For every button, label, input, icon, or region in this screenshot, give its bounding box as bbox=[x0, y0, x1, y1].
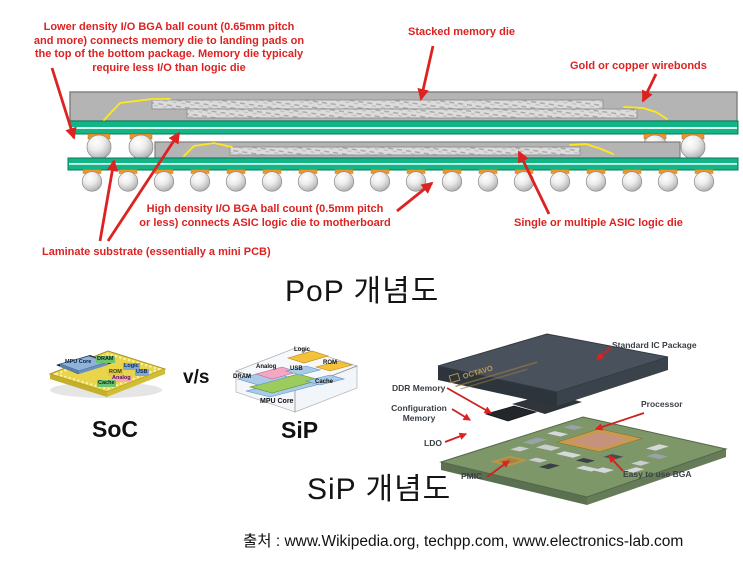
pop-cross-section bbox=[50, 45, 739, 242]
sip-title: SiP 개념도 bbox=[307, 473, 452, 506]
sip-rom-plate bbox=[314, 360, 354, 372]
vs-label: v/s bbox=[183, 367, 210, 388]
annotation-high-density: High density I/O BGA ball count (0.5mm p… bbox=[139, 203, 391, 229]
soc-block-logic: Logic bbox=[123, 363, 140, 370]
wirebonds bbox=[103, 98, 668, 157]
annotation-stacked-memory: Stacked memory die bbox=[408, 26, 515, 38]
sip-block-cache: Cache bbox=[315, 379, 334, 385]
label-standard-ic-package: Standard IC Package bbox=[612, 340, 697, 350]
soc-block-rom: ROM bbox=[108, 369, 123, 376]
soc-block-mpu: MPU Core bbox=[65, 359, 92, 365]
memory-die-upper bbox=[151, 99, 604, 110]
small-bga-balls bbox=[81, 171, 715, 192]
sip-block-mpu: MPU Core bbox=[260, 398, 294, 405]
label-ddr-memory: DDR Memory bbox=[392, 383, 446, 393]
pcb-board bbox=[439, 416, 728, 498]
sip-cache-plate bbox=[304, 374, 346, 386]
soc-block-cache: Cache bbox=[97, 380, 116, 387]
soc-block-dram: DRAM bbox=[96, 356, 115, 363]
annotation-lower-density: Lower density I/O BGA ball count (0.65mm… bbox=[33, 21, 305, 74]
soc-illustration bbox=[48, 350, 167, 398]
sip-block-rom: ROM bbox=[323, 360, 337, 366]
annotation-arrows bbox=[50, 45, 658, 242]
label-easy-bga: Easy to use BGA bbox=[623, 469, 692, 479]
asic-die bbox=[229, 146, 581, 156]
sip-block-logic: Logic bbox=[294, 347, 310, 353]
annotation-wirebonds: Gold or copper wirebonds bbox=[570, 60, 707, 72]
label-configuration-memory: Configuration Memory bbox=[391, 403, 447, 423]
label-pmic: PMIC bbox=[461, 471, 483, 481]
soc-block-analog: Analog bbox=[111, 375, 132, 382]
sip-module-photo: OCTAVO bbox=[437, 333, 728, 505]
sip-block-dram: DRAM bbox=[233, 374, 251, 380]
sip-block-analog: Analog bbox=[256, 364, 277, 370]
label-ldo: LDO bbox=[424, 438, 442, 448]
sip-illustration bbox=[234, 346, 359, 413]
ddr-chip bbox=[484, 405, 538, 422]
top-substrate-pads bbox=[87, 133, 705, 140]
sip-usb-plate bbox=[284, 365, 322, 376]
soc-block-usb: USB bbox=[135, 369, 149, 376]
sip-caption: SiP bbox=[281, 417, 319, 443]
pop-title: PoP 개념도 bbox=[285, 275, 440, 308]
source-credit: 출처 : www.Wikipedia.org, techpp.com, www.… bbox=[243, 533, 684, 550]
annotation-laminate: Laminate substrate (essentially a mini P… bbox=[42, 246, 271, 258]
soc-caption: SoC bbox=[92, 416, 138, 442]
sip-logic-plate bbox=[286, 350, 330, 364]
label-processor: Processor bbox=[641, 399, 683, 409]
sip-block-usb: USB bbox=[290, 366, 303, 372]
photo-arrows bbox=[444, 346, 645, 478]
annotation-single-asic: Single or multiple ASIC logic die bbox=[514, 217, 683, 229]
memory-die-lower bbox=[186, 108, 638, 119]
